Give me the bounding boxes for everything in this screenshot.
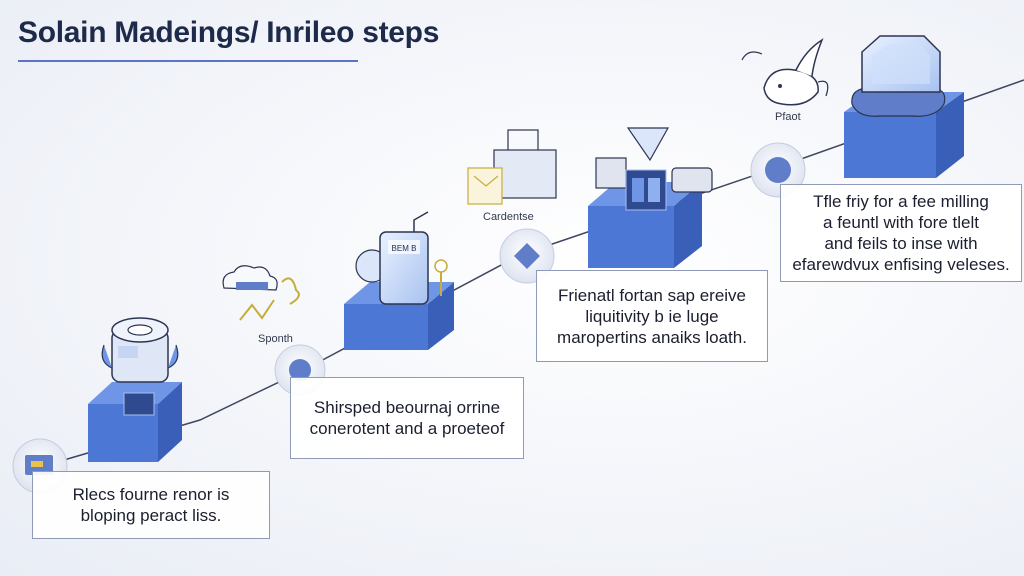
step-text-1-content: Rlecs fourne renor is bloping peract lis… <box>72 485 230 525</box>
bottle-icon: BEM B <box>355 211 448 305</box>
bottle-label: BEM B <box>392 244 417 253</box>
step-node-4[interactable] <box>750 142 806 198</box>
machinery-icon <box>595 127 713 211</box>
page-title: Solain Madeings/ Inrileo steps <box>18 16 440 49</box>
step-text-4-content: Tfle friy for a fee milling a feuntl wit… <box>792 192 1010 274</box>
cloud-sketch-icon <box>222 265 300 321</box>
tape-roll-icon <box>101 317 179 383</box>
caption-cardentse: Cardentse <box>483 211 534 223</box>
step-text-2: Shirsped beournaj orrine conerotent and … <box>290 377 524 459</box>
step-cube-1 <box>88 382 182 462</box>
crystal-block-icon <box>851 35 946 117</box>
bird-sketch-icon <box>741 38 829 106</box>
step-text-3: Frienatl fortan sap ereive liquitivity b… <box>536 270 768 362</box>
step-text-4: Tfle friy for a fee milling a feuntl wit… <box>780 184 1022 282</box>
caption-sponth: Sponth <box>258 333 293 345</box>
circuit-chip-icon <box>123 392 155 416</box>
step-text-1: Rlecs fourne renor is bloping peract lis… <box>32 471 270 539</box>
documents-icon <box>467 129 557 205</box>
step-text-3-content: Frienatl fortan sap ereive liquitivity b… <box>557 285 747 347</box>
title-underline <box>18 60 358 62</box>
step-text-2-content: Shirsped beournaj orrine conerotent and … <box>309 398 505 438</box>
step-node-3[interactable] <box>499 228 555 284</box>
caption-pfaot: Pfaot <box>775 111 801 123</box>
